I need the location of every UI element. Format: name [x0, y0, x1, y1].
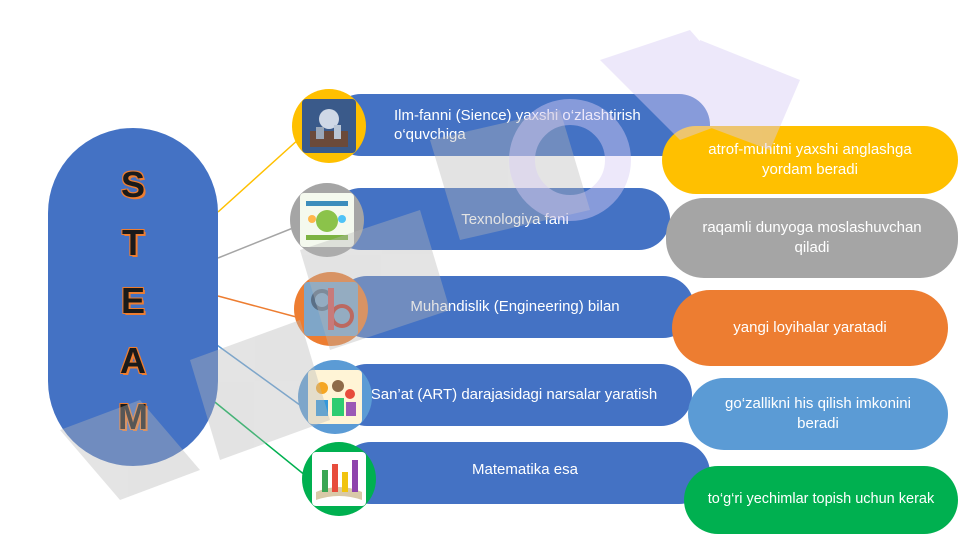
math-picture-icon	[312, 452, 366, 506]
benefit-pill-technology: raqamli dunyoga moslashuvchan qiladi	[666, 198, 958, 278]
benefit-text-engineering: yangi loyihalar yaratadi	[733, 318, 887, 336]
subject-bar-math: Matematika esa	[340, 442, 710, 504]
steam-letter-m: M	[118, 396, 148, 437]
icon-ring-art	[298, 360, 372, 434]
technology-picture-icon	[300, 193, 354, 247]
subject-bar-science: Ilm-fanni (Sience) yaxshi o‘zlashtirish …	[330, 94, 710, 156]
connector-engineering	[217, 295, 301, 319]
icon-ring-science	[292, 89, 366, 163]
benefit-text-science: atrof-muhitni yaxshi anglashga yordam be…	[708, 140, 912, 178]
subject-bar-technology: Texnologiya fani	[330, 188, 670, 250]
benefit-pill-engineering: yangi loyihalar yaratadi	[672, 290, 948, 366]
benefit-text-math: to‘g‘ri yechimlar topish uchun kerak	[707, 491, 935, 508]
benefit-pill-science: atrof-muhitni yaxshi anglashga yordam be…	[662, 126, 958, 194]
benefit-pill-art: go‘zallikni his qilish imkonini beradi	[688, 378, 948, 450]
subject-bar-art: San’at (ART) darajasidagi narsalar yarat…	[336, 364, 692, 426]
icon-ring-engineering	[294, 272, 368, 346]
engineering-picture-icon	[304, 282, 358, 336]
subject-text-technology: Texnologiya fani	[461, 210, 569, 228]
subject-bar-engineering: Muhandislik (Engineering) bilan	[336, 276, 694, 338]
connector-science	[217, 137, 301, 213]
icon-ring-technology	[290, 183, 364, 257]
benefit-text-art: go‘zallikni his qilish imkonini beradi	[725, 394, 911, 432]
steam-letter-s: S	[120, 164, 145, 205]
connector-technology	[217, 225, 299, 259]
steam-letter-t: T	[122, 222, 144, 263]
subject-text-math: Matematika esa	[472, 460, 578, 478]
subject-text-science: Ilm-fanni (Sience) yaxshi o‘zlashtirish …	[394, 106, 641, 144]
icon-ring-math	[302, 442, 376, 516]
steam-pill: S T E A M	[48, 128, 218, 466]
connector-art	[209, 339, 305, 409]
steam-letter-e: E	[120, 280, 145, 321]
art-picture-icon	[308, 370, 362, 424]
steam-letter-a: A	[120, 340, 146, 381]
subject-text-engineering: Muhandislik (Engineering) bilan	[410, 297, 620, 315]
subject-text-art: San’at (ART) darajasidagi narsalar yarat…	[370, 385, 658, 403]
benefit-pill-math: to‘g‘ri yechimlar topish uchun kerak	[684, 466, 958, 534]
connector-math	[199, 389, 307, 477]
science-picture-icon	[302, 99, 356, 153]
benefit-text-technology: raqamli dunyoga moslashuvchan qiladi	[702, 218, 922, 256]
